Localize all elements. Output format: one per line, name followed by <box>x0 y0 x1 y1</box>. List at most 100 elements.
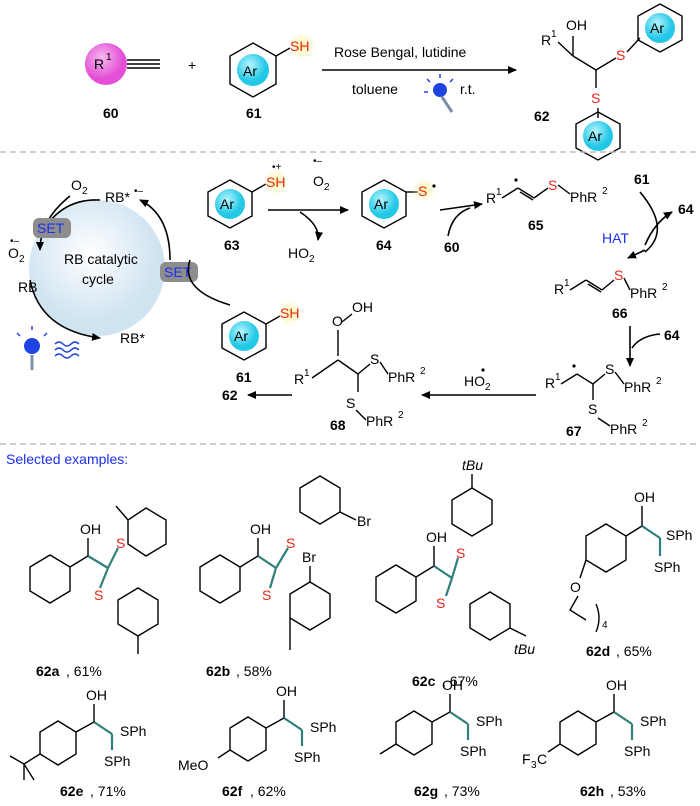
bond-66-c <box>587 283 602 293</box>
o2-minus-sup: •– <box>10 236 20 247</box>
radical-67: R 1 S PhR 2 S PhR 2 67 <box>545 361 662 439</box>
rb-star-minus: RB* <box>105 189 130 205</box>
bond-62d-1 <box>625 525 643 537</box>
cycle-line-1: RB catalytic <box>64 251 138 267</box>
mechanism: RB catalytic cycle RB* •– O 2 SET O 2 •–… <box>8 156 694 439</box>
ar-sphere-2 <box>583 121 613 151</box>
sph1-62h: SPh <box>640 713 666 729</box>
alkyne-r: R <box>94 56 104 72</box>
thiyl-radical-64: Ar S 64 <box>361 178 436 253</box>
bond-62e-2 <box>93 721 113 735</box>
o2-minus-mid: O <box>313 173 324 189</box>
o2-minus-mid-sup: •– <box>313 156 323 167</box>
bond-62b-1 <box>239 555 259 568</box>
label-61-hat: 61 <box>634 171 650 187</box>
ar-sphere-61m <box>229 321 259 351</box>
label-64: 64 <box>376 237 392 253</box>
ar-label-2: Ar <box>588 128 602 144</box>
ar-sphere-1 <box>645 13 675 43</box>
arrow-64-65 <box>439 201 483 211</box>
phr2-68a: PhR <box>388 369 415 385</box>
oh-62g: OH <box>442 677 463 693</box>
me-62g <box>379 743 397 755</box>
product-s2: S <box>591 90 600 106</box>
ar-sphere <box>237 54 269 86</box>
c-c-bond <box>572 55 597 71</box>
label-60-mech: 60 <box>444 239 460 255</box>
example-62c: OH S tBu S tBu 62c , 67% <box>375 457 535 689</box>
ho2-mid-sub: 2 <box>309 254 315 265</box>
yield-62g: , 73% <box>444 783 480 799</box>
br2-62b: Br <box>302 549 316 565</box>
r-65-sup: 1 <box>496 187 502 198</box>
phr2-68b: PhR <box>366 413 393 429</box>
bond-62c-2 <box>433 565 453 579</box>
o2-minus: O <box>8 245 19 261</box>
label-60-top: 60 <box>103 105 119 121</box>
bond-62e-1 <box>75 721 95 733</box>
phr2-66-sup: 2 <box>662 282 668 293</box>
bond-66-b <box>585 279 603 291</box>
bond-62a-s2 <box>98 567 110 589</box>
alkyne-60: R 1 60 <box>85 43 160 121</box>
r-68: R <box>294 371 304 387</box>
chain-62d <box>569 595 587 621</box>
tbu-bond-62e <box>23 753 41 765</box>
label-64-hat: 64 <box>678 201 694 217</box>
id-62e: 62e <box>60 783 84 799</box>
rb-label: RB <box>18 279 37 295</box>
product-ring-1 <box>637 3 683 53</box>
c-s1-bond <box>595 57 617 71</box>
bond-67-a <box>560 373 578 385</box>
oh-62c: OH <box>426 529 447 545</box>
ho2-arrow <box>299 211 324 241</box>
arrow-64-join <box>631 333 661 349</box>
sph1-62d: SPh <box>666 527 692 543</box>
bond-67-f <box>597 417 611 427</box>
ring1-62a <box>127 507 167 557</box>
phenyl-62h <box>559 710 597 756</box>
bond-62f-2 <box>283 717 303 731</box>
example-62f: MeO OH SPh SPh 62f , 62% <box>178 683 336 799</box>
o-68: O <box>332 313 343 329</box>
label-66: 66 <box>612 305 628 321</box>
phr2-66: PhR <box>630 285 657 301</box>
ar-label-1: Ar <box>650 20 664 36</box>
set-left: SET <box>37 220 65 236</box>
me1-62a <box>115 505 129 521</box>
bond-67-c <box>592 373 606 385</box>
oh-62d: OH <box>634 489 655 505</box>
tbu1-62c: tBu <box>462 457 483 473</box>
product-r-sup: 1 <box>551 29 557 40</box>
bond-68-b <box>337 359 359 375</box>
ar-61m: Ar <box>234 328 248 344</box>
s1-62a: S <box>116 535 125 551</box>
tbu2-bond-62c <box>509 627 527 637</box>
ring2-62c <box>469 591 511 641</box>
chain-sub-62d: 4 <box>602 620 608 631</box>
ring1-62c <box>451 487 493 537</box>
arrow-60-join <box>447 207 471 237</box>
oh-68: OH <box>352 299 373 315</box>
id-62d: 62d <box>586 643 610 659</box>
sup-63: •+ <box>272 162 282 173</box>
r-67: R <box>545 375 555 391</box>
thiol-61-top: Ar SH 61 <box>229 32 316 121</box>
label-67: 67 <box>566 423 582 439</box>
sh-63: SH <box>266 174 285 190</box>
tbu2-62c: tBu <box>514 641 535 657</box>
sph2-62h: SPh <box>624 743 650 759</box>
yield-62d: , 65% <box>616 643 652 659</box>
s-68a: S <box>370 351 379 367</box>
top-reaction: R 1 60 + Ar SH 61 Rose Bengal, lutidine … <box>85 3 683 161</box>
label-62-mech: 62 <box>222 387 238 403</box>
yield-62e: , 71% <box>90 783 126 799</box>
bond-62h-2 <box>613 711 633 725</box>
reagents-top: Rose Bengal, lutidine <box>334 44 467 60</box>
set-right: SET <box>164 264 192 280</box>
f3c-sub-62h: 3 <box>531 760 537 771</box>
id-62b: 62b <box>206 663 230 679</box>
cycle-arc-bottom <box>29 279 101 341</box>
bond-65-e <box>557 184 571 195</box>
bond-68-f <box>355 409 367 421</box>
